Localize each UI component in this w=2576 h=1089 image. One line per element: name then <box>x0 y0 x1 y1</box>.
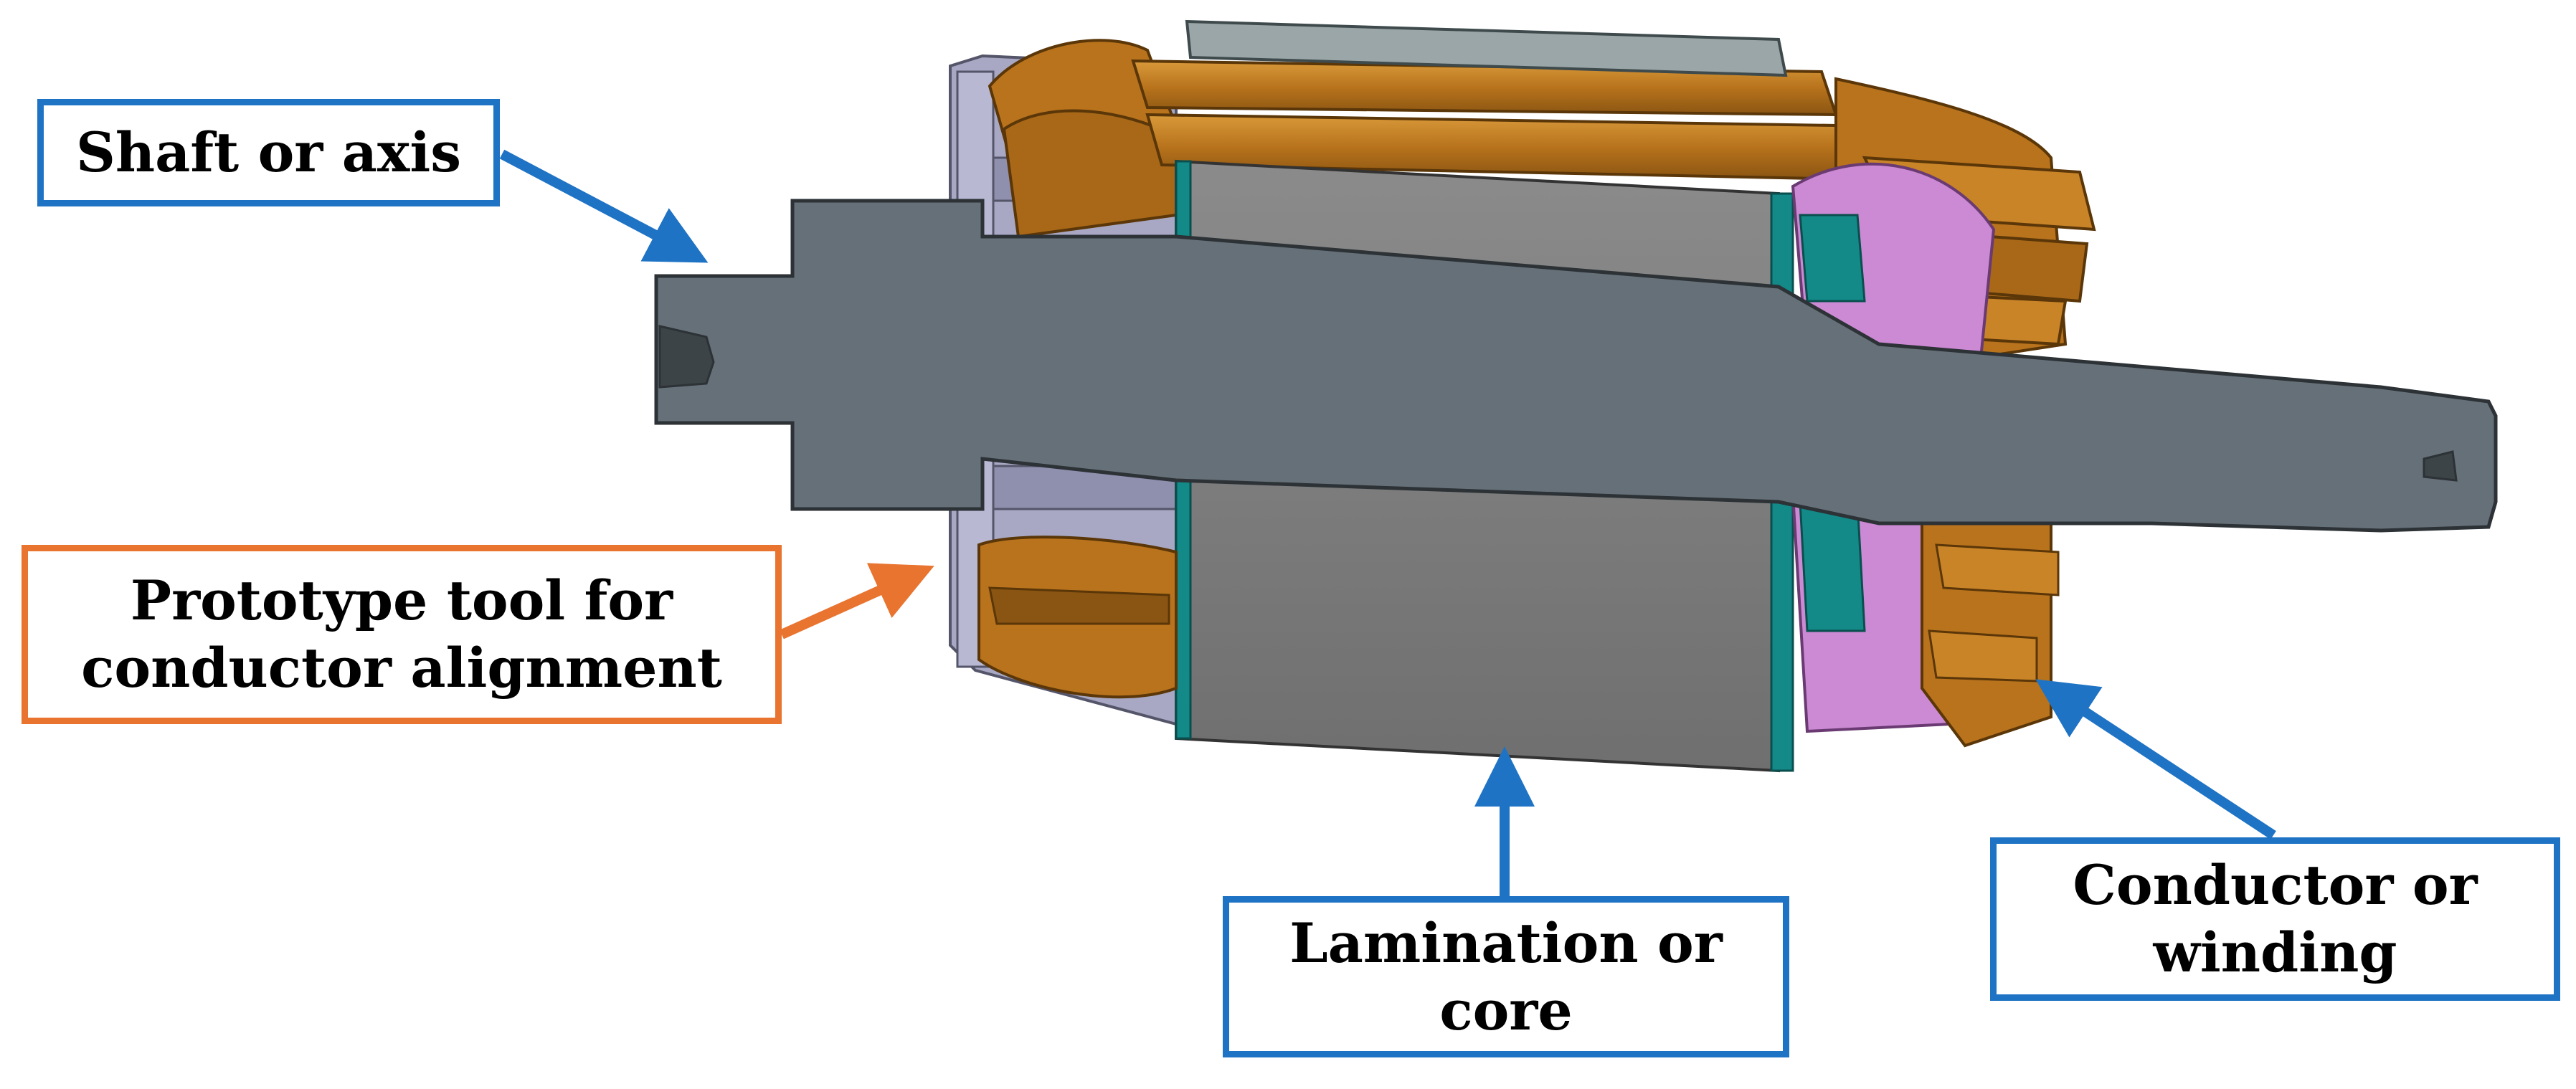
conductor-label: Conductor or winding <box>1990 837 2560 1001</box>
shaft-label: Shaft or axis <box>37 99 500 206</box>
lamination-label: Lamination or core <box>1223 896 1789 1057</box>
tool-label: Prototype tool for conductor alignment <box>22 545 782 724</box>
top-strip <box>1185 19 1788 77</box>
shaft <box>654 199 2498 533</box>
tool-callout-arrow <box>780 563 934 639</box>
conductor-callout-arrow <box>2035 679 2276 840</box>
shaft-callout-arrow <box>499 149 709 263</box>
lower-windings <box>977 507 2060 748</box>
